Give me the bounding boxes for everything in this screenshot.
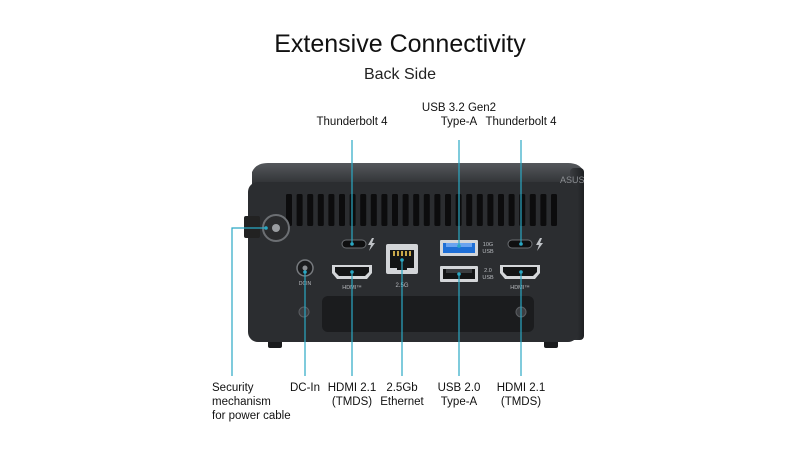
vent-slot xyxy=(339,194,345,226)
label-hdmi-right-line2: (TMDS) xyxy=(500,396,542,408)
callout-dots xyxy=(264,226,523,276)
label-ethernet: 2.5Gb Ethernet xyxy=(372,381,432,409)
label-hdmi-left-line2: (TMDS) xyxy=(331,396,373,408)
thunderbolt-icon-right xyxy=(536,238,543,251)
security-lock-bracket[interactable] xyxy=(244,216,260,238)
label-hdmi-left: HDMI 2.1 (TMDS) xyxy=(317,381,387,409)
brand-logo: ASUS xyxy=(560,175,585,185)
label-usb32: USB 3.2 Gen2 Type-A xyxy=(409,101,509,129)
vent-slot xyxy=(508,194,515,226)
vent-slot xyxy=(540,194,547,226)
hdmi-mark-right: HDMI™ xyxy=(510,285,530,291)
label-ethernet-line1: 2.5Gb xyxy=(386,382,418,394)
vent-slot xyxy=(519,194,526,226)
vent-slot xyxy=(487,194,494,226)
vent-slot xyxy=(317,194,324,226)
vent-slot xyxy=(529,194,536,226)
vent-slot xyxy=(434,194,441,226)
usb32-mark-line1: 10G xyxy=(483,242,493,248)
label-security-line3: for power cable xyxy=(212,410,291,422)
security-lock-center xyxy=(272,224,280,232)
vent-slot xyxy=(360,194,367,226)
label-hdmi-right-line1: HDMI 2.1 xyxy=(496,382,546,394)
vent-slot xyxy=(296,194,303,226)
label-hdmi-right: HDMI 2.1 (TMDS) xyxy=(486,381,556,409)
label-security: Security mechanism for power cable xyxy=(212,381,291,423)
label-thunderbolt-right: Thunderbolt 4 xyxy=(485,116,557,128)
label-usb20: USB 2.0 Type-A xyxy=(429,381,489,409)
label-ethernet-line2: Ethernet xyxy=(380,396,424,408)
vent-slot xyxy=(551,194,557,226)
usb20-mark-line1: 2.0 xyxy=(484,268,492,274)
label-security-line2: mechanism xyxy=(212,396,271,408)
vent-slot xyxy=(381,194,388,226)
page-title: Extensive Connectivity xyxy=(274,30,526,58)
label-usb32-line2: Type-A xyxy=(440,116,478,128)
label-usb32-line1: USB 3.2 Gen2 xyxy=(421,102,497,114)
vent-slot xyxy=(466,194,473,226)
vent-slot xyxy=(286,194,292,226)
usb32-mark-line2: USB xyxy=(482,249,494,255)
vent-slot xyxy=(423,194,430,226)
vent-slot xyxy=(476,194,483,226)
label-hdmi-left-line1: HDMI 2.1 xyxy=(327,382,377,394)
page-subtitle: Back Side xyxy=(363,66,437,83)
vent-slot xyxy=(498,194,504,226)
vent-slot xyxy=(307,194,314,226)
bottom-cover-plate xyxy=(322,296,534,332)
label-dcin: DC-In xyxy=(289,382,321,394)
screw-left xyxy=(298,306,310,318)
vent-slot xyxy=(445,194,451,226)
vent-slot xyxy=(413,194,420,226)
label-usb20-line1: USB 2.0 xyxy=(437,382,481,394)
label-usb20-line2: Type-A xyxy=(440,396,478,408)
thunderbolt-icon-left xyxy=(368,238,375,251)
vent-slot xyxy=(370,194,377,226)
label-thunderbolt-left: Thunderbolt 4 xyxy=(316,116,388,128)
thunderbolt-port-left[interactable] xyxy=(341,239,367,249)
vent-slot xyxy=(328,194,335,226)
callout-lines xyxy=(231,140,522,376)
vent-slot xyxy=(402,194,409,226)
usb20-mark-line2: USB xyxy=(482,275,494,281)
vent-slot xyxy=(392,194,398,226)
label-security-line1: Security xyxy=(212,382,254,394)
chassis-top xyxy=(252,163,584,186)
